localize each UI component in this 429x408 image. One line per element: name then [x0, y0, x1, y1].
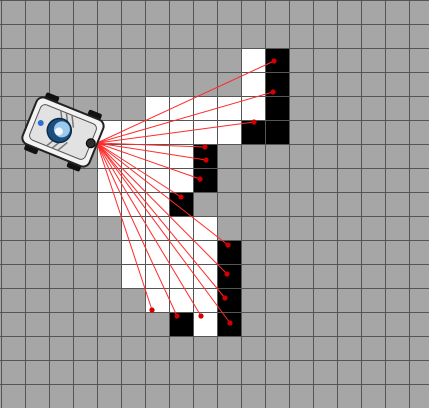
free-cell: [193, 216, 217, 240]
free-cell: [145, 168, 169, 192]
free-cell: [145, 216, 169, 240]
robot-lidar-scanner: [85, 138, 96, 149]
lidar-rays: [96, 58, 277, 326]
free-cell: [121, 120, 145, 144]
lidar-hit-point: [202, 144, 208, 150]
free-cell: [217, 120, 241, 144]
free-cell: [145, 96, 169, 120]
lidar-hit-point: [178, 194, 184, 200]
lidar-hit-point: [251, 119, 257, 125]
free-cell: [241, 48, 265, 72]
free-cell: [241, 96, 265, 120]
lidar-ray: [96, 91, 274, 144]
lidar-hit-point: [224, 271, 230, 277]
free-cell: [145, 240, 169, 264]
free-cell: [121, 192, 145, 216]
lidar-hit-point: [149, 307, 155, 313]
lidar-ray: [96, 142, 207, 161]
lidar-hit-point: [225, 242, 231, 248]
lidar-ray: [96, 142, 206, 148]
lidar-hit-point: [222, 295, 228, 301]
lidar-ray: [96, 142, 231, 324]
lidar-hit-point: [198, 313, 204, 319]
robot: [21, 92, 105, 172]
free-cell: [217, 96, 241, 120]
free-cell: [193, 120, 217, 144]
lidar-ray: [96, 142, 226, 299]
robot-dome-core: [54, 127, 63, 136]
free-cell: [145, 120, 169, 144]
occupied-cell: [265, 96, 289, 120]
free-cell: [193, 96, 217, 120]
lidar-ray: [96, 142, 153, 311]
occupied-cell: [193, 168, 217, 192]
occupied-cell: [265, 48, 289, 72]
lidar-hit-point: [270, 89, 276, 95]
lidar-hit-point: [227, 320, 233, 326]
robot-status-light: [37, 120, 44, 127]
free-cell: [145, 264, 169, 288]
free-cell: [169, 288, 193, 312]
lidar-ray: [96, 142, 182, 198]
free-cell: [121, 264, 145, 288]
occupied-cell: [217, 288, 241, 312]
robot-stripes: [46, 110, 75, 151]
free-cell: [169, 168, 193, 192]
lidar-ray: [96, 142, 201, 180]
lidar-ray: [96, 142, 202, 317]
lidar-ray: [96, 121, 255, 144]
occupied-cell: [265, 120, 289, 144]
lidar-ray: [96, 142, 178, 317]
occupied-cell: [265, 72, 289, 96]
free-cell: [169, 240, 193, 264]
lidar-hit-point: [174, 313, 180, 319]
lidar-hit-point: [271, 58, 277, 64]
occupied-cell: [169, 312, 193, 336]
lidar-ray: [96, 142, 229, 246]
lidar-ray: [96, 142, 228, 275]
lidar-hit-point: [197, 176, 203, 182]
lidar-ray: [96, 60, 275, 144]
lidar-hit-point: [203, 157, 209, 163]
free-cell: [193, 312, 217, 336]
free-cell: [241, 72, 265, 96]
